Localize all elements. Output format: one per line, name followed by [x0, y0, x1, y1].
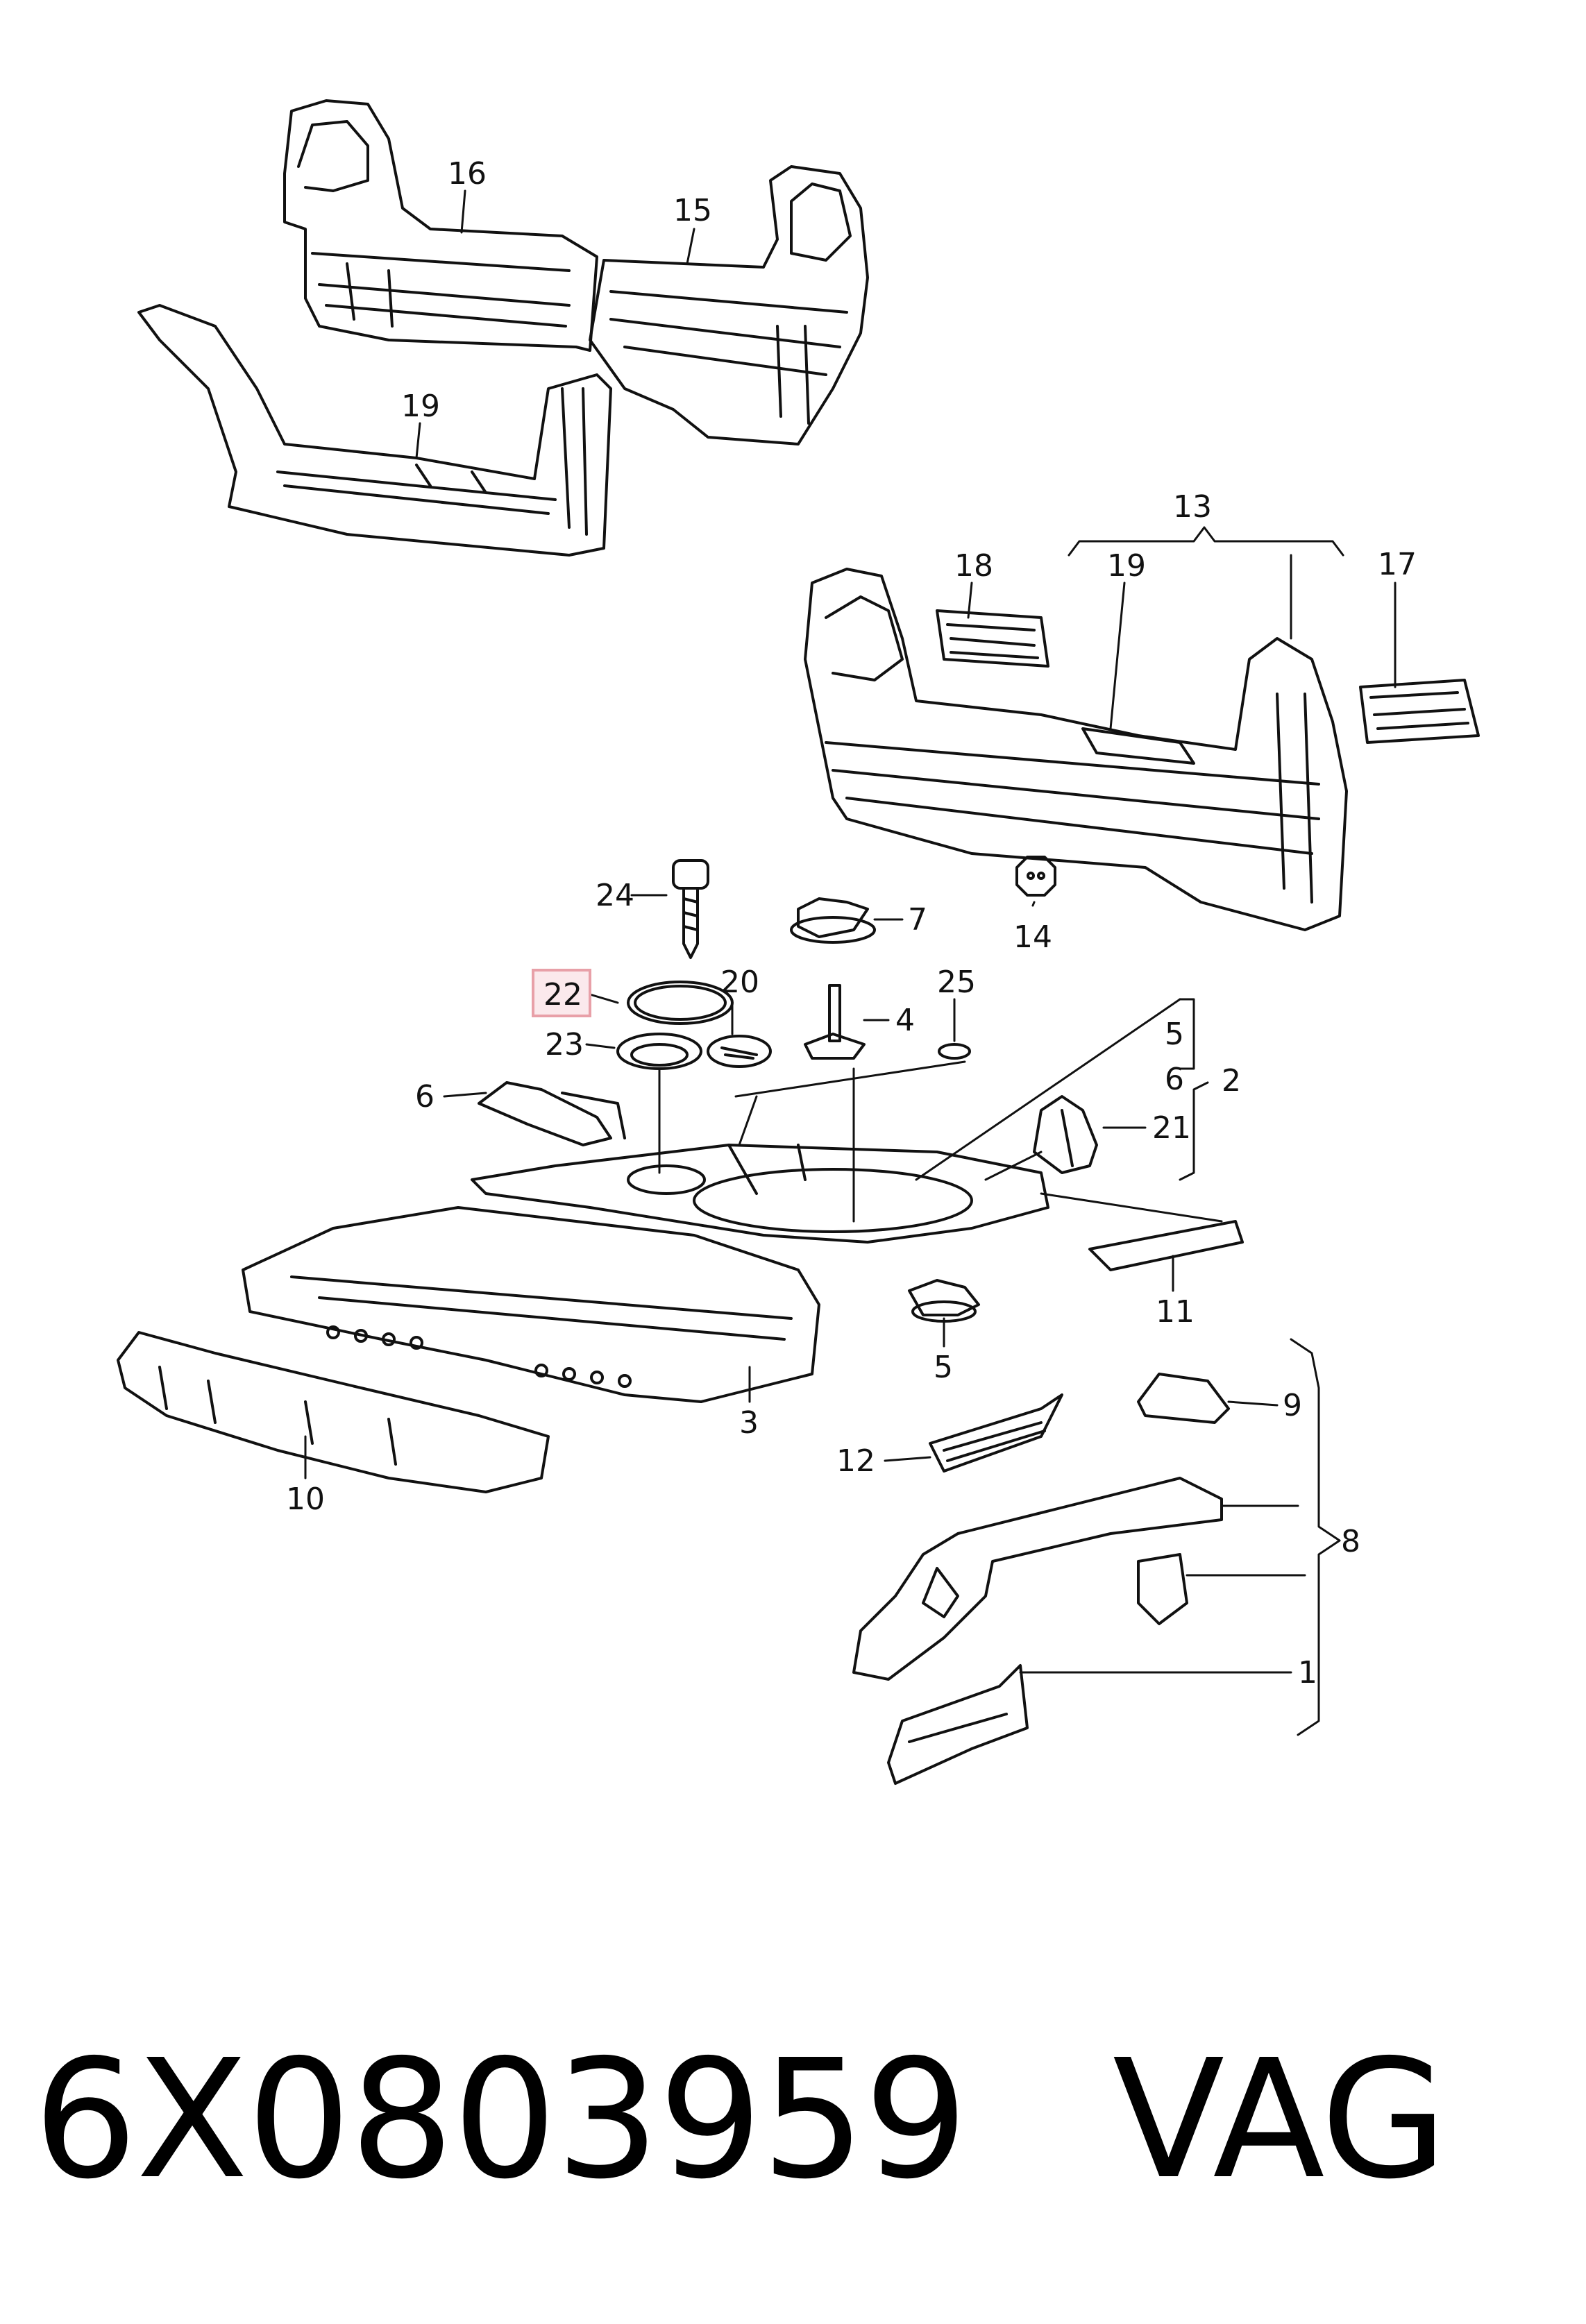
part-8-assembly [852, 1477, 1223, 1681]
part-22-ring [627, 981, 734, 1025]
label-6-upper: 6 [1165, 1062, 1184, 1097]
label-16: 16 [448, 156, 487, 192]
part-12-strip [929, 1393, 1063, 1473]
label-18: 18 [954, 548, 993, 584]
label-22: 22 [543, 977, 582, 1012]
part-9-bracket [1137, 1373, 1230, 1424]
label-4: 4 [895, 1003, 915, 1038]
part-20-cap [707, 1035, 772, 1068]
part-6-bracket [478, 1081, 626, 1146]
label-19-upper: 19 [401, 389, 440, 424]
part-23-ring [616, 1033, 702, 1070]
part-1-member [887, 1664, 1029, 1785]
label-14: 14 [1013, 919, 1052, 955]
part-25-washer [938, 1043, 971, 1060]
label-17: 17 [1378, 547, 1417, 582]
brand-name: VAG [1112, 2024, 1448, 2215]
part-5-mount [908, 1279, 980, 1323]
label-12: 12 [836, 1443, 875, 1479]
label-24: 24 [596, 878, 634, 913]
part-18-bracket [936, 609, 1049, 668]
part-16-side-panel [283, 99, 598, 352]
label-9: 9 [1283, 1388, 1302, 1423]
label-2: 2 [1222, 1063, 1241, 1099]
part-2-rear-floor [471, 1144, 1049, 1244]
part-7-mount [790, 897, 876, 944]
part-3-floor-pan [242, 1206, 820, 1403]
leader-lines [304, 189, 1397, 1736]
label-19-lower: 19 [1107, 548, 1146, 584]
part-labels: 16 15 19 13 18 19 17 24 7 14 22 20 25 4 … [286, 156, 1417, 1690]
label-21: 21 [1152, 1110, 1191, 1146]
part-11-strip [1088, 1220, 1244, 1271]
label-5-lower: 5 [934, 1350, 953, 1385]
label-1: 1 [1298, 1655, 1317, 1690]
part-21-bracket [1033, 1095, 1098, 1174]
label-11: 11 [1156, 1294, 1195, 1330]
part-14-grommet [1015, 856, 1056, 897]
label-13: 13 [1173, 489, 1212, 525]
part-19-sill-panel [137, 304, 612, 557]
label-8: 8 [1341, 1524, 1360, 1559]
part-13-side-assembly [804, 568, 1348, 931]
part-caption: 6X0803959 VAG [33, 2005, 1560, 2234]
part-number: 6X0803959 [33, 2024, 968, 2215]
label-7: 7 [908, 902, 927, 938]
label-20: 20 [720, 965, 759, 1000]
label-3: 3 [739, 1405, 759, 1441]
label-25: 25 [937, 965, 976, 1000]
label-15: 15 [673, 193, 712, 228]
part-10-cross-member [117, 1331, 550, 1493]
part-4-stud [804, 984, 866, 1060]
part-24-screw [672, 859, 709, 959]
part-15-side-panel [589, 165, 869, 446]
highlight-box [532, 969, 591, 1017]
part-17-duct [1359, 679, 1480, 744]
label-23: 23 [545, 1027, 584, 1062]
label-10: 10 [286, 1482, 325, 1517]
label-6-lower: 6 [415, 1079, 435, 1114]
label-5-upper: 5 [1165, 1017, 1184, 1052]
